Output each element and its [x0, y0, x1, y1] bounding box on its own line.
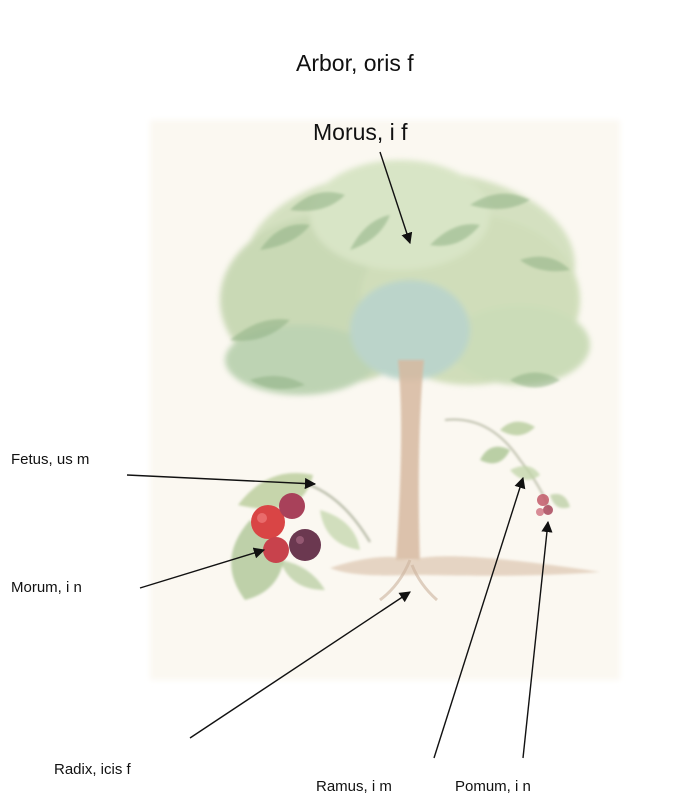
- arrow-fetus: [126, 474, 317, 490]
- arrow-radix: [189, 591, 411, 739]
- label-fetus: Fetus, us m: [11, 451, 90, 468]
- arrow-morum: [139, 547, 266, 589]
- arrow-morus: [379, 151, 413, 245]
- label-morum: Morum, i n: [11, 579, 82, 596]
- diagram-title: Arbor, oris f: [296, 50, 414, 76]
- small-branch: [444, 418, 570, 511]
- label-ramus: Ramus, i m: [316, 778, 392, 795]
- canopy-leaf-strokes: [230, 192, 570, 389]
- label-radix: Radix, icis f: [54, 761, 131, 778]
- leader-arrows: [126, 151, 553, 759]
- label-morus: Morus, i f: [313, 119, 408, 145]
- label-pomum: Pomum, i n: [455, 778, 531, 795]
- berries: [251, 493, 321, 563]
- small-fruit: [536, 494, 553, 516]
- tree-trunk: [396, 360, 424, 560]
- arrow-ramus: [433, 476, 526, 759]
- arrow-pomum: [522, 520, 553, 759]
- tree-roots: [330, 556, 600, 576]
- tree-canopy: [220, 160, 590, 395]
